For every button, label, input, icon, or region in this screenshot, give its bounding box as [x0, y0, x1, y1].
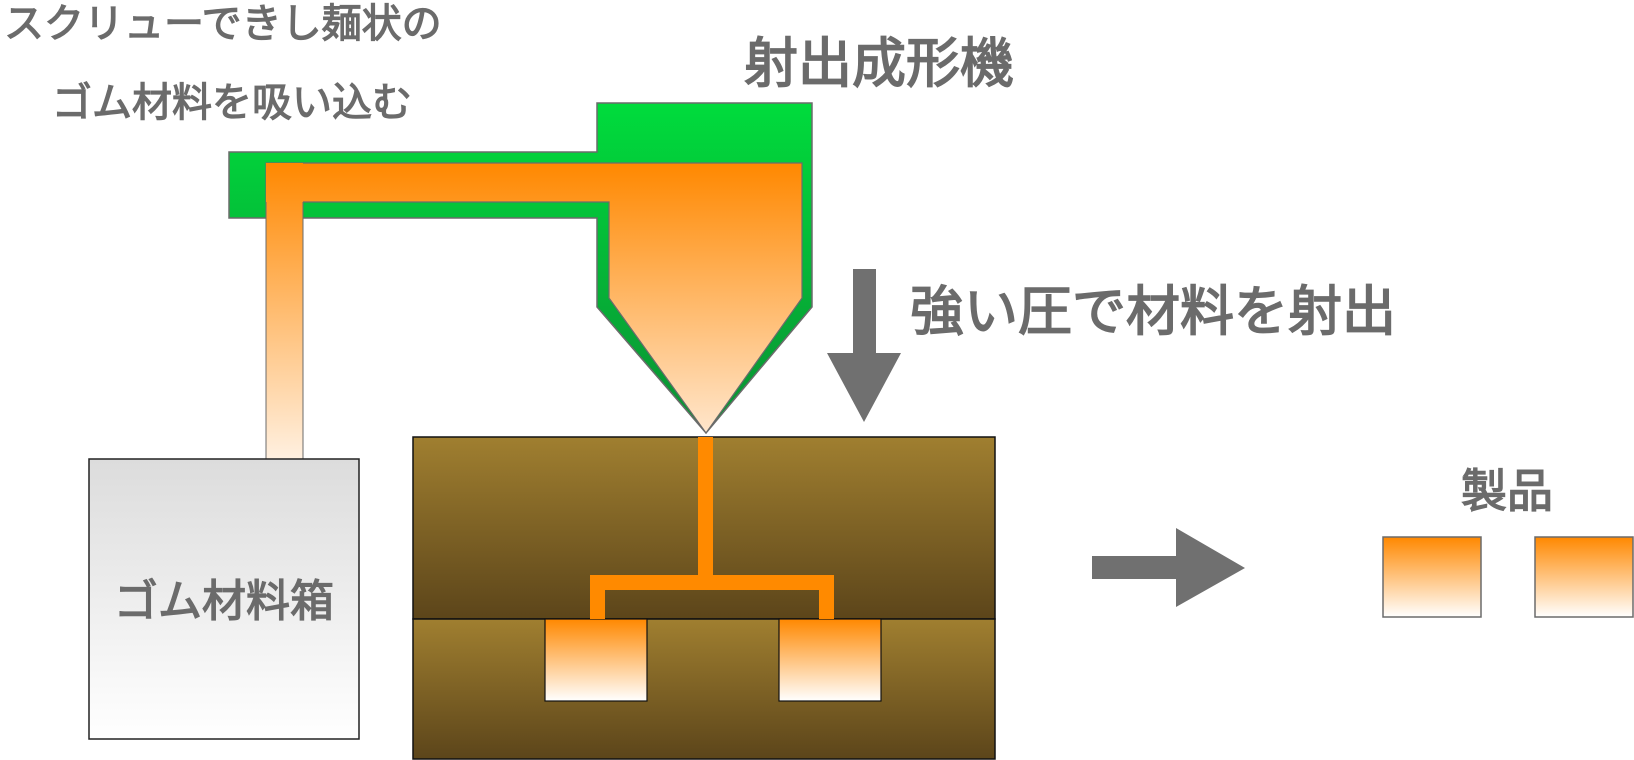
machine-title: 射出成形機	[744, 32, 1014, 95]
rubber-material-box	[88, 458, 360, 740]
intake-label-line2: ゴム材料を吸い込む	[52, 80, 412, 126]
runner-horizontal	[590, 575, 834, 590]
pressure-label: 強い圧で材料を射出	[910, 280, 1396, 343]
runner-left-drop	[590, 575, 605, 619]
sprue	[698, 437, 713, 576]
intake-label-line1: スクリューできし麺状の	[4, 1, 442, 47]
product-left	[1382, 536, 1482, 618]
feed-pipe	[266, 163, 303, 459]
runner-right-drop	[819, 575, 834, 619]
mold-lower	[412, 618, 996, 760]
rubber-box-label: ゴム材料箱	[114, 576, 334, 627]
mold-cavity-right	[778, 618, 882, 702]
down-arrow-icon	[827, 269, 901, 422]
mold-cavity-left	[544, 618, 648, 702]
barrel-nozzle	[265, 162, 803, 435]
product-label: 製品	[1461, 464, 1553, 518]
product-right	[1534, 536, 1634, 618]
right-arrow-icon	[1092, 528, 1245, 607]
